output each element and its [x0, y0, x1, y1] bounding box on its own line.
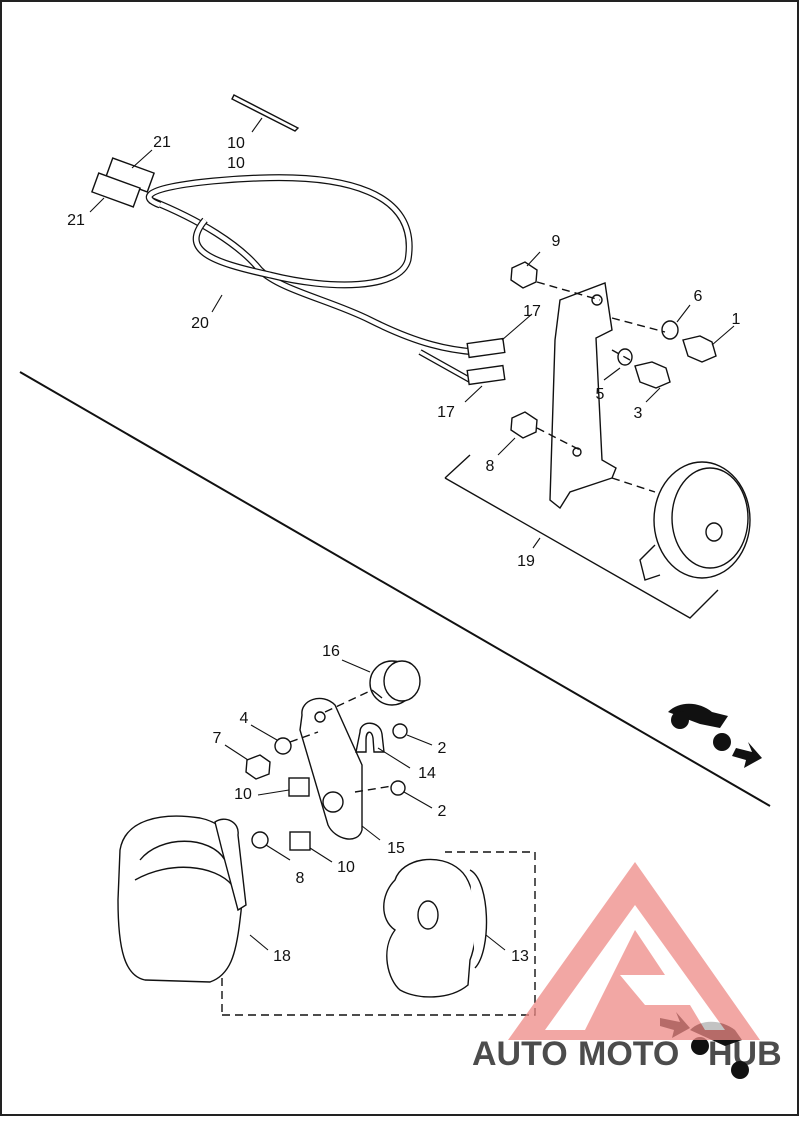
upper-assembly — [91, 94, 751, 619]
horn-cover-18 — [117, 815, 243, 983]
callout-7: 7 — [213, 730, 222, 747]
callout-14: 14 — [418, 765, 436, 782]
callout-17-top: 17 — [523, 303, 541, 320]
logo-text-moto: MOTO — [578, 1035, 679, 1073]
horn-bracket — [549, 282, 617, 510]
callout-10-top: 10 — [234, 786, 252, 803]
washer-6 — [661, 320, 679, 340]
bolt-1 — [682, 335, 717, 363]
cover-contour — [134, 840, 233, 886]
terminal-17 — [466, 337, 506, 386]
lower-assembly — [117, 660, 536, 1016]
leader-lines — [89, 117, 735, 951]
callout-3: 3 — [634, 405, 643, 422]
callout-9: 9 — [552, 233, 561, 250]
callout-4: 4 — [240, 710, 249, 727]
nut-7 — [245, 754, 271, 780]
automotohub-logo: AUTO MOTO HUB — [472, 862, 782, 1073]
nut-8 — [251, 831, 269, 849]
callout-19: 19 — [517, 553, 535, 570]
connector-21 — [91, 157, 155, 208]
screw-2 — [390, 780, 406, 796]
assembly-lines — [536, 281, 666, 493]
clamp-14 — [355, 722, 385, 753]
callout-2-top: 2 — [438, 740, 447, 757]
callout-13: 13 — [511, 948, 529, 965]
motorcycle-forward-icon — [668, 703, 762, 768]
clip-10 — [289, 831, 311, 851]
callout-2-bottom: 2 — [438, 803, 447, 820]
callout-11: 10 — [227, 135, 245, 152]
callout-1: 1 — [732, 311, 741, 328]
section-divider — [19, 371, 771, 807]
horn-disc — [639, 461, 751, 581]
callout-8-upper: 8 — [486, 458, 495, 475]
bracket-15 — [299, 697, 363, 840]
callout-12: 10 — [227, 155, 245, 172]
callout-8-lower: 8 — [296, 870, 305, 887]
callout-10-bottom: 10 — [337, 859, 355, 876]
wire-harness — [145, 174, 476, 383]
nut-8 — [510, 411, 538, 439]
group-bracket-19 — [444, 454, 719, 619]
callout-17-bottom: 17 — [437, 404, 455, 421]
callout-18: 18 — [273, 948, 291, 965]
cable-tie — [231, 94, 300, 132]
rubber-mount-16 — [369, 660, 421, 706]
callout-6: 6 — [694, 288, 703, 305]
callout-20: 20 — [191, 315, 209, 332]
screw-2 — [392, 723, 408, 739]
clip-10 — [288, 777, 310, 797]
callout-5: 5 — [596, 386, 605, 403]
logo-text-auto: AUTO — [472, 1035, 568, 1073]
cover-bracket — [214, 818, 247, 912]
bolt-3 — [634, 361, 671, 389]
logo-text-hub: HUB — [708, 1035, 782, 1073]
callouts: 10 10 21 21 20 9 17 17 6 1 5 3 8 19 16 4… — [67, 134, 740, 965]
callout-16: 16 — [322, 643, 340, 660]
nut-9 — [510, 261, 538, 289]
callout-21-top: 21 — [153, 134, 171, 151]
callout-15: 15 — [387, 840, 405, 857]
callout-21-bottom: 21 — [67, 212, 85, 229]
snail-horn-13 — [383, 858, 488, 998]
bracket-hole — [591, 294, 603, 306]
washer-4 — [274, 737, 292, 755]
